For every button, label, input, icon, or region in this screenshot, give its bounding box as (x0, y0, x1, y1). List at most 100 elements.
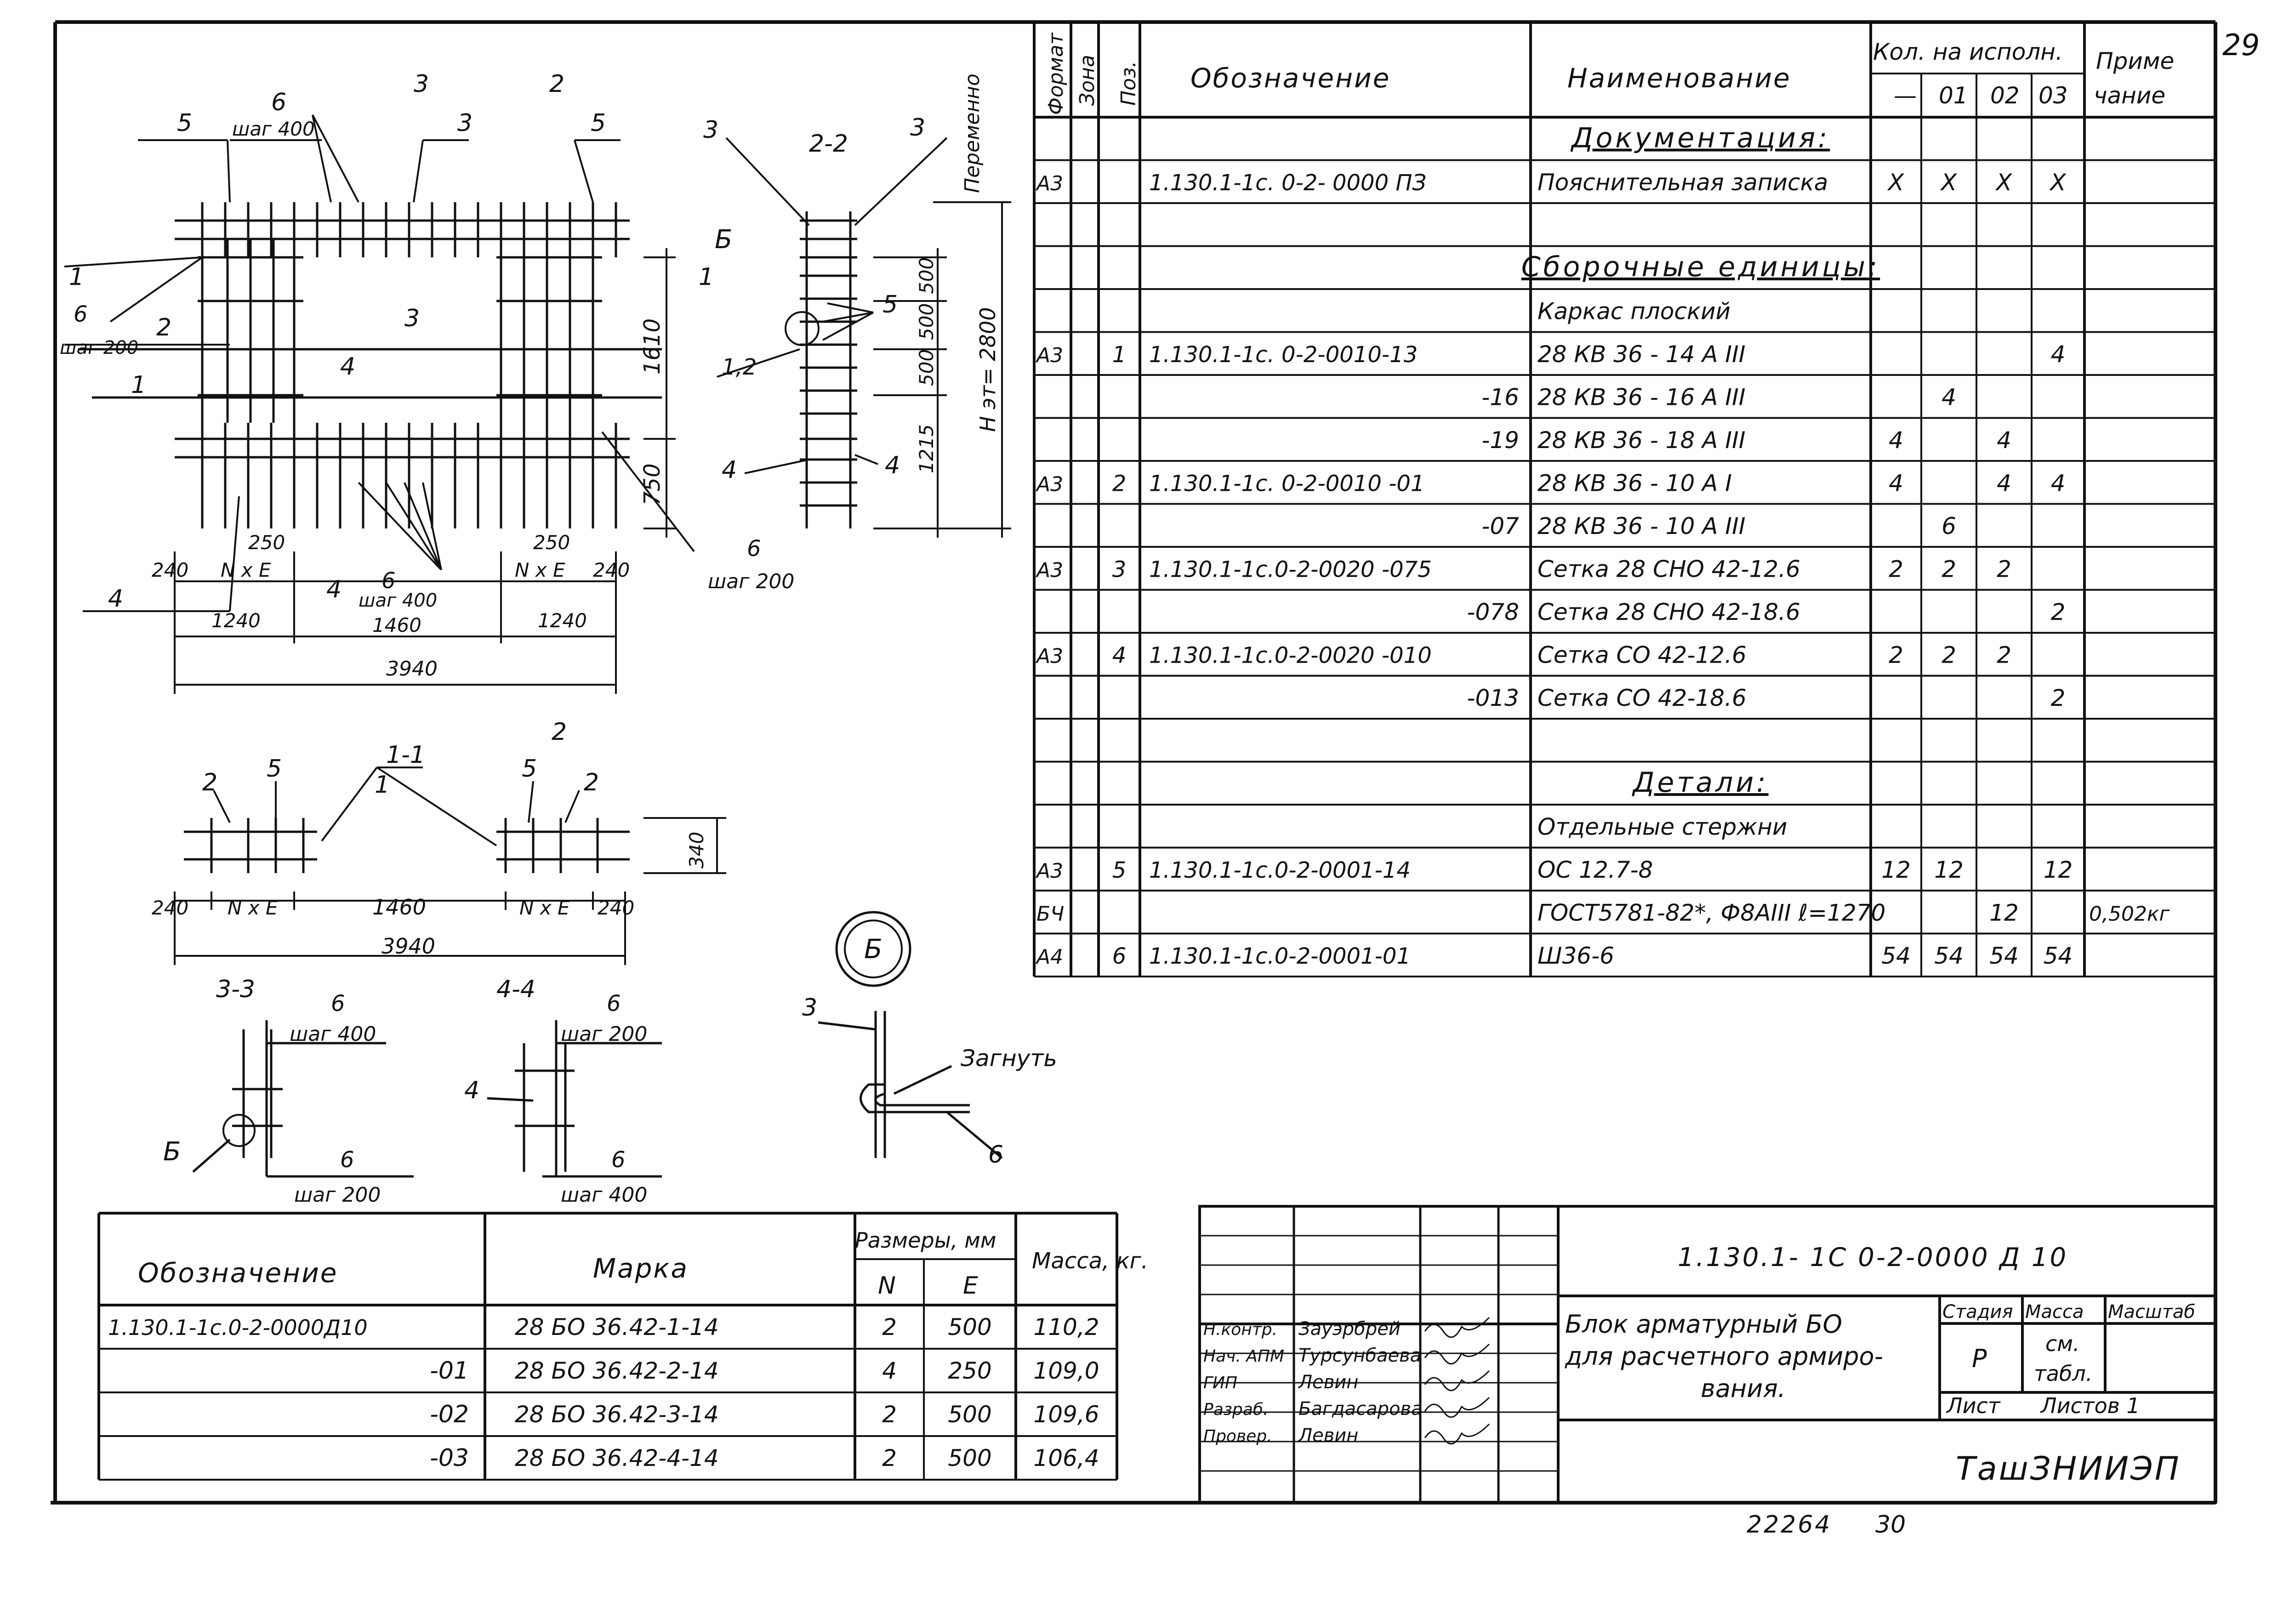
section-2-2-label-4-left: 4 (722, 456, 737, 484)
node-b-label-3: 3 (802, 994, 817, 1022)
plan-dim-250-right: 250 (533, 531, 570, 554)
section-1-1-dim-1460: 1460 (372, 895, 426, 920)
node-b-bars (818, 1011, 1003, 1159)
section-1-1-label-5-right: 5 (522, 755, 537, 783)
title-line-2: для расчетного армиро- (1565, 1342, 1883, 1371)
spec-qty: 2 (1889, 556, 1903, 583)
plan-step-200-left: шаг 200 (60, 337, 138, 358)
section-3-3-step-400: шаг 400 (290, 1022, 376, 1046)
variants-header-e: E (963, 1272, 978, 1300)
section-1-1-label-1: 1 (375, 771, 390, 799)
variant-n: 2 (882, 1314, 897, 1340)
variant-mass: 109,6 (1033, 1401, 1099, 1428)
spec-name: 28 КВ 36 - 10 А III (1537, 513, 1746, 539)
spec-designation: -19 (1481, 427, 1519, 454)
spec-name: Сетка СО 42-18.6 (1537, 685, 1747, 711)
spec-qty: 4 (1889, 427, 1903, 454)
spec-designation: -07 (1481, 513, 1519, 539)
section-2-2-title: 2-2 (809, 130, 848, 158)
spec-section-title: Сборочные единицы: (1521, 251, 1880, 283)
variant-designation: -03 (430, 1444, 469, 1472)
spec-qty: 2 (1942, 642, 1956, 669)
spec-qty: 2 (2051, 599, 2066, 625)
spec-qty: X (1995, 169, 2013, 196)
scale-label: Масштаб (2108, 1301, 2195, 1323)
spec-name: Отдельные стержни (1537, 814, 1787, 840)
variant-mass: 110,2 (1033, 1314, 1099, 1340)
spec-qty: 2 (1997, 642, 2011, 669)
spec-pos: 1 (1112, 342, 1127, 368)
spec-pos: 2 (1112, 471, 1127, 497)
plan-callout-6-right: 6 (747, 536, 761, 562)
section-1-1-label-2-left: 2 (202, 769, 217, 796)
stage-label: Стадия (1942, 1301, 2013, 1323)
plan-dimension-lines (174, 248, 676, 694)
plan-dim-nxe-left: N x E (221, 559, 271, 581)
variant-mass: 109,0 (1033, 1357, 1099, 1384)
spec-name: 28 КВ 36 - 10 А I (1537, 470, 1732, 497)
spec-table-grid (1033, 21, 2215, 977)
spec-qty: 2 (1889, 642, 1903, 669)
variant-mark: 28 БО 36.42-2-14 (515, 1357, 719, 1384)
plan-step-400-bottom: шаг 400 (359, 590, 437, 611)
plan-dim-1610: 1610 (639, 318, 665, 375)
spec-qty: X (1940, 169, 1958, 196)
signature-mark (1424, 1370, 1490, 1391)
section-3-3-label-b: Б (163, 1137, 181, 1167)
spec-name: ГОСТ5781-82*, Ф8АIII ℓ=1270 (1537, 900, 1885, 926)
plan-callout-6-bottom: 6 (382, 568, 396, 594)
spec-pos: 5 (1112, 857, 1127, 883)
spec-name: 28 КВ 36 - 16 А III (1537, 384, 1746, 411)
spec-qty: 54 (1934, 943, 1964, 969)
title-block-grid (1198, 1205, 2217, 1504)
spec-qty: 4 (2051, 341, 2066, 368)
signature-mark (1424, 1397, 1490, 1418)
section-3-3-label-6-bottom: 6 (340, 1147, 354, 1173)
spec-section-title: Детали: (1631, 767, 1768, 799)
spec-name: Сетка СО 42-12.6 (1537, 642, 1747, 669)
stage-value: Р (1972, 1344, 1987, 1373)
signature-mark (1424, 1423, 1490, 1445)
title-block: 1.130.1- 1С 0-2-0000 Д 10 Блок арматурны… (1198, 1205, 2217, 1504)
plan-callout-4: 4 (108, 585, 123, 613)
mass-value-2: табл. (2034, 1361, 2092, 1386)
signature-mark (1424, 1343, 1490, 1365)
signature-role: ГИП (1203, 1374, 1237, 1392)
plan-cut-3-top: 3 (414, 70, 429, 98)
signature-role: Провер. (1203, 1427, 1272, 1446)
spec-name: Сетка 28 СНО 42-18.6 (1537, 599, 1800, 625)
spec-designation: 1.130.1-1с. 0-2-0010 -01 (1149, 471, 1425, 497)
variant-designation: 1.130.1-1с.0-2-0000Д10 (108, 1315, 368, 1340)
node-b-bend: Загнуть (961, 1045, 1057, 1072)
section-2-2-dim-500-a: 500 (915, 257, 938, 294)
spec-name: Сетка 28 СНО 42-12.6 (1537, 556, 1800, 583)
title-line-3: вания. (1701, 1374, 1786, 1403)
plan-dim-250-left: 250 (248, 531, 285, 554)
section-2-2: 2-2 3 3 Переменно Б 5 1,2 500 500 500 12… (703, 74, 1011, 538)
signature-role: Н.контр. (1203, 1320, 1277, 1339)
spec-format: А4 (1035, 945, 1063, 969)
section-2-2-label-12: 1,2 (722, 354, 757, 380)
section-2-2-dim-500-c: 500 (915, 349, 938, 386)
section-1-1-dim-3940: 3940 (382, 934, 435, 959)
signature-name: Зауэрбрей (1298, 1318, 1401, 1340)
section-2-2-label-3-left: 3 (703, 116, 718, 144)
spec-qty: 54 (1989, 943, 2019, 969)
spec-designation: 1.130.1-1с.0-2-0020 -075 (1149, 557, 1432, 583)
plan-dim-240-left: 240 (152, 559, 188, 581)
spec-header-note-1: Приме (2096, 48, 2174, 74)
spec-variant-1: 01 (1939, 82, 1968, 109)
plan-callout-1: 1 (131, 371, 146, 399)
plan-dim-1240-left: 1240 (211, 609, 261, 632)
variant-n: 4 (882, 1357, 897, 1384)
plan-cut-3-mid: 3 (404, 305, 420, 332)
section-1-1-dims (174, 767, 726, 965)
plan-mesh-top (175, 202, 630, 257)
spec-header-note-2: чание (2094, 82, 2165, 109)
sheets-label: Листов 1 (2040, 1393, 2140, 1418)
mass-label: Масса (2025, 1301, 2084, 1323)
section-2-2-label-4-right: 4 (885, 452, 900, 479)
plan-leader-lines (64, 114, 695, 612)
spec-designation: 1.130.1-1с. 0-2- 0000 ПЗ (1149, 170, 1426, 196)
